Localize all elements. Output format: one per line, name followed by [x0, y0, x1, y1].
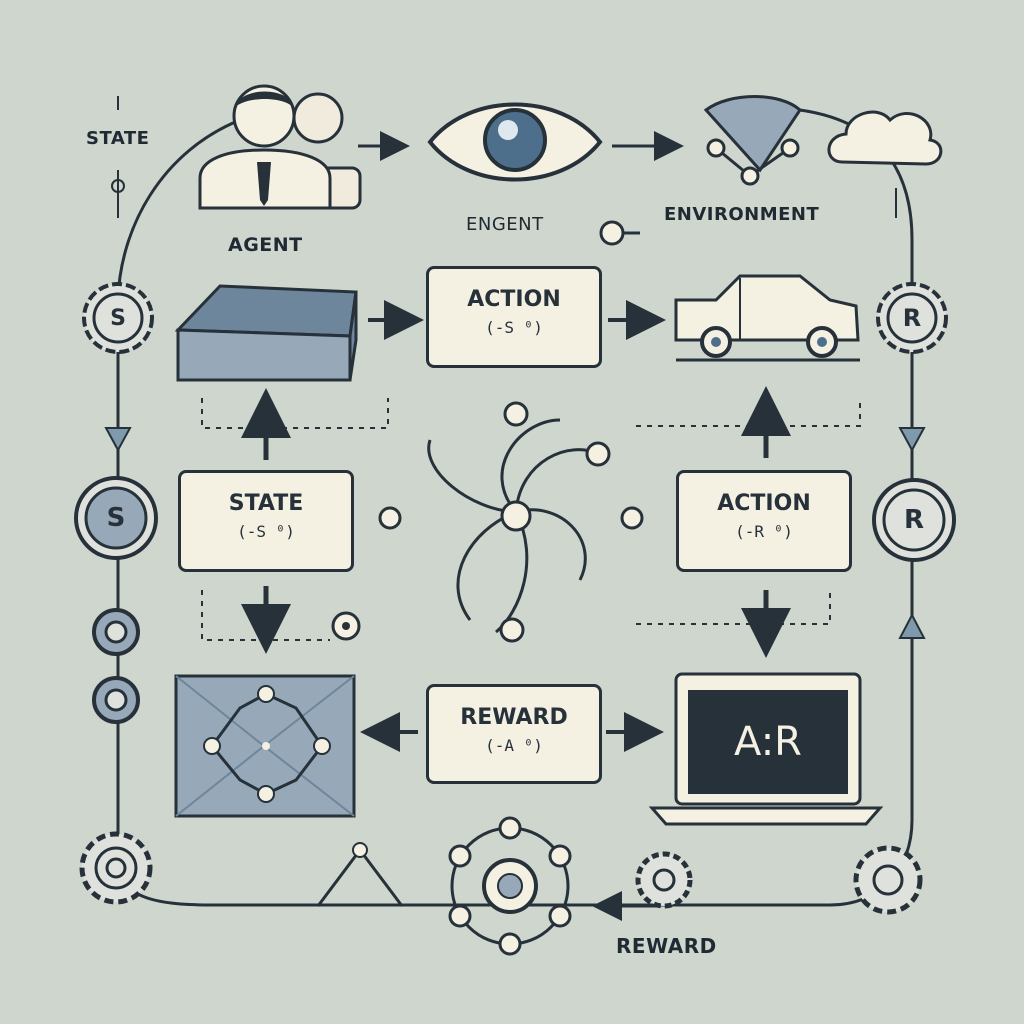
- state-box-mid: STATE (-S ⁰): [178, 470, 354, 572]
- action-box-mid: ACTION (-R ⁰): [676, 470, 852, 572]
- circle-letter-s-mid: S: [106, 503, 126, 533]
- reward-box-mid-sub: (-A ⁰): [485, 736, 543, 755]
- action-box-top: ACTION (-S ⁰): [426, 266, 602, 368]
- reward-box-mid: REWARD (-A ⁰): [426, 684, 602, 784]
- swirl-right-node: [620, 506, 644, 530]
- gear-icon-small: [635, 851, 693, 909]
- side-ring-lower-2: [92, 676, 140, 724]
- network-triangle-icon: [703, 95, 802, 186]
- dashed-left-upper: [201, 398, 389, 429]
- agent-people-icon: [198, 84, 362, 210]
- action-box-top-sub: (-S ⁰): [485, 318, 543, 337]
- reward-label-bottom: REWARD: [616, 934, 717, 958]
- environment-label: ENVIRONMENT: [664, 204, 820, 225]
- small-node-bottom-left-dot: [342, 622, 350, 630]
- side-circle-s-top: [82, 282, 154, 354]
- cloud-icon: [827, 110, 943, 166]
- triangle-icon: [316, 842, 404, 907]
- eye-icon: [427, 102, 603, 182]
- state-box-mid-title: STATE: [228, 491, 304, 516]
- action-box-top-title: ACTION: [467, 287, 561, 312]
- circle-letter-r-top: R: [902, 304, 922, 332]
- small-node-icon: [599, 220, 625, 246]
- hub-icon: [448, 816, 572, 956]
- state-label-top: STATE: [86, 128, 150, 149]
- side-circle-r-top: [876, 282, 948, 354]
- decorative-dots: [111, 96, 897, 218]
- agent-label: AGENT: [228, 234, 303, 256]
- left-down-arrow: [104, 427, 132, 453]
- engent-label: ENGENT: [466, 214, 544, 235]
- right-up-arrow: [898, 612, 926, 639]
- gear-icon: [79, 831, 153, 905]
- swirl-icon: [427, 401, 611, 643]
- laptop-screen-text: A:R: [734, 719, 802, 765]
- graph-panel-icon: [174, 674, 356, 818]
- dashed-right-lower: [636, 590, 831, 625]
- cube-icon: [174, 284, 358, 382]
- swirl-left-node: [378, 506, 402, 530]
- laptop-icon: [648, 672, 884, 826]
- circle-letter-r-mid: R: [903, 505, 925, 535]
- side-ring-lower-1: [92, 608, 140, 656]
- right-down-arrow: [898, 427, 926, 453]
- reward-box-mid-title: REWARD: [460, 705, 568, 730]
- action-box-mid-title: ACTION: [717, 491, 811, 516]
- action-box-mid-sub: (-R ⁰): [735, 522, 793, 541]
- side-circle-r-mid: [872, 478, 956, 562]
- dashed-right-upper: [636, 398, 861, 427]
- side-circle-s-mid: [74, 476, 158, 560]
- car-icon: [674, 274, 860, 362]
- gear-icon-right: [853, 845, 923, 915]
- state-box-mid-sub: (-S ⁰): [237, 522, 295, 541]
- circle-letter-s-top: S: [110, 305, 126, 331]
